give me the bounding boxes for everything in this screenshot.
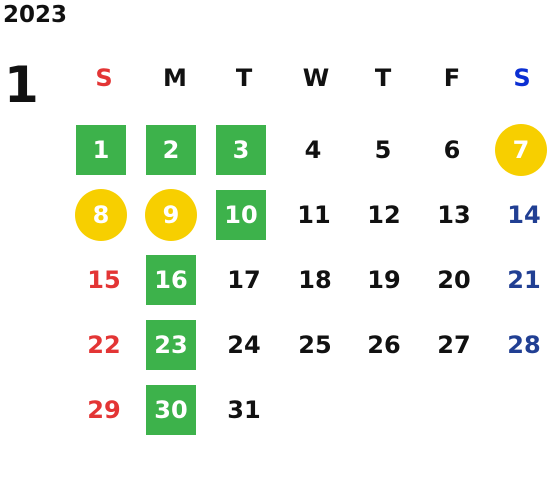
calendar-day-14[interactable]: 14 [507,201,541,229]
calendar-day-20[interactable]: 20 [437,266,471,294]
calendar-day-19[interactable]: 19 [367,266,401,294]
calendar-day-18[interactable]: 18 [298,266,332,294]
calendar-day-13[interactable]: 13 [437,201,471,229]
calendar-day-21[interactable]: 21 [507,266,541,294]
weekday-saturday: S [513,64,531,92]
calendar-day-7[interactable]: 7 [495,124,547,176]
calendar-day-27[interactable]: 27 [437,331,471,359]
calendar-day-29[interactable]: 29 [87,396,121,424]
calendar-day-8[interactable]: 8 [75,189,127,241]
calendar-day-30[interactable]: 30 [146,385,196,435]
calendar-day-26[interactable]: 26 [367,331,401,359]
calendar-year: 2023 [3,2,68,28]
calendar-day-23[interactable]: 23 [146,320,196,370]
calendar-day-15[interactable]: 15 [87,266,121,294]
calendar-day-16[interactable]: 16 [146,255,196,305]
calendar-day-31[interactable]: 31 [227,396,261,424]
weekday-monday: M [163,64,187,92]
weekday-tuesday: T [235,64,253,92]
calendar-day-25[interactable]: 25 [298,331,332,359]
calendar-day-9[interactable]: 9 [145,189,197,241]
calendar-day-5[interactable]: 5 [374,136,392,164]
calendar-day-6[interactable]: 6 [443,136,461,164]
calendar-day-3[interactable]: 3 [216,125,266,175]
weekday-friday: F [443,64,461,92]
calendar-day-22[interactable]: 22 [87,331,121,359]
weekday-wednesday: W [302,64,330,92]
calendar-day-1[interactable]: 1 [76,125,126,175]
calendar-day-12[interactable]: 12 [367,201,401,229]
calendar-day-24[interactable]: 24 [227,331,261,359]
calendar-day-4[interactable]: 4 [304,136,322,164]
calendar-day-17[interactable]: 17 [227,266,261,294]
calendar-month-number: 1 [4,56,39,114]
calendar-day-2[interactable]: 2 [146,125,196,175]
weekday-thursday: T [374,64,392,92]
calendar-day-11[interactable]: 11 [297,201,331,229]
weekday-sunday: S [95,64,113,92]
calendar-day-10[interactable]: 10 [216,190,266,240]
calendar-day-28[interactable]: 28 [507,331,541,359]
